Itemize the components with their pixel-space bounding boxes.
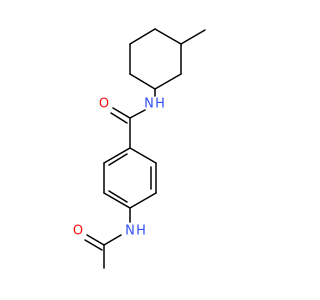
bond [103,192,131,209]
molecule-structure-diagram: N H O N H O [73,28,206,269]
amide-oxygen-label: O [99,97,109,112]
acetyl-carbonyl-double-bond [86,234,105,246]
aromatic-inner-bond [108,190,128,203]
acetamido-nitrogen-label: N [125,224,135,239]
bond [129,73,156,90]
amide-hydrogen-label: H [155,97,165,112]
bond [154,28,182,45]
carbonyl-double-bond [112,107,131,119]
carbonyl-double-bond [110,112,128,124]
cyclohexane-ring [129,28,182,90]
amide-nitrogen-label: N [144,97,154,112]
acetamido-hydrogen-label: H [136,224,146,239]
bond [154,73,182,90]
bond [129,147,157,164]
bond [103,147,131,164]
methyl-bond [180,29,206,45]
bond [129,28,156,45]
bond [129,109,146,119]
acetyl-carbonyl-double-bond [84,239,103,251]
bond [129,192,157,209]
aromatic-inner-bond [108,153,128,166]
acetamido-oxygen-label: O [73,224,83,239]
bond [103,234,122,246]
benzene-ring [103,147,157,209]
